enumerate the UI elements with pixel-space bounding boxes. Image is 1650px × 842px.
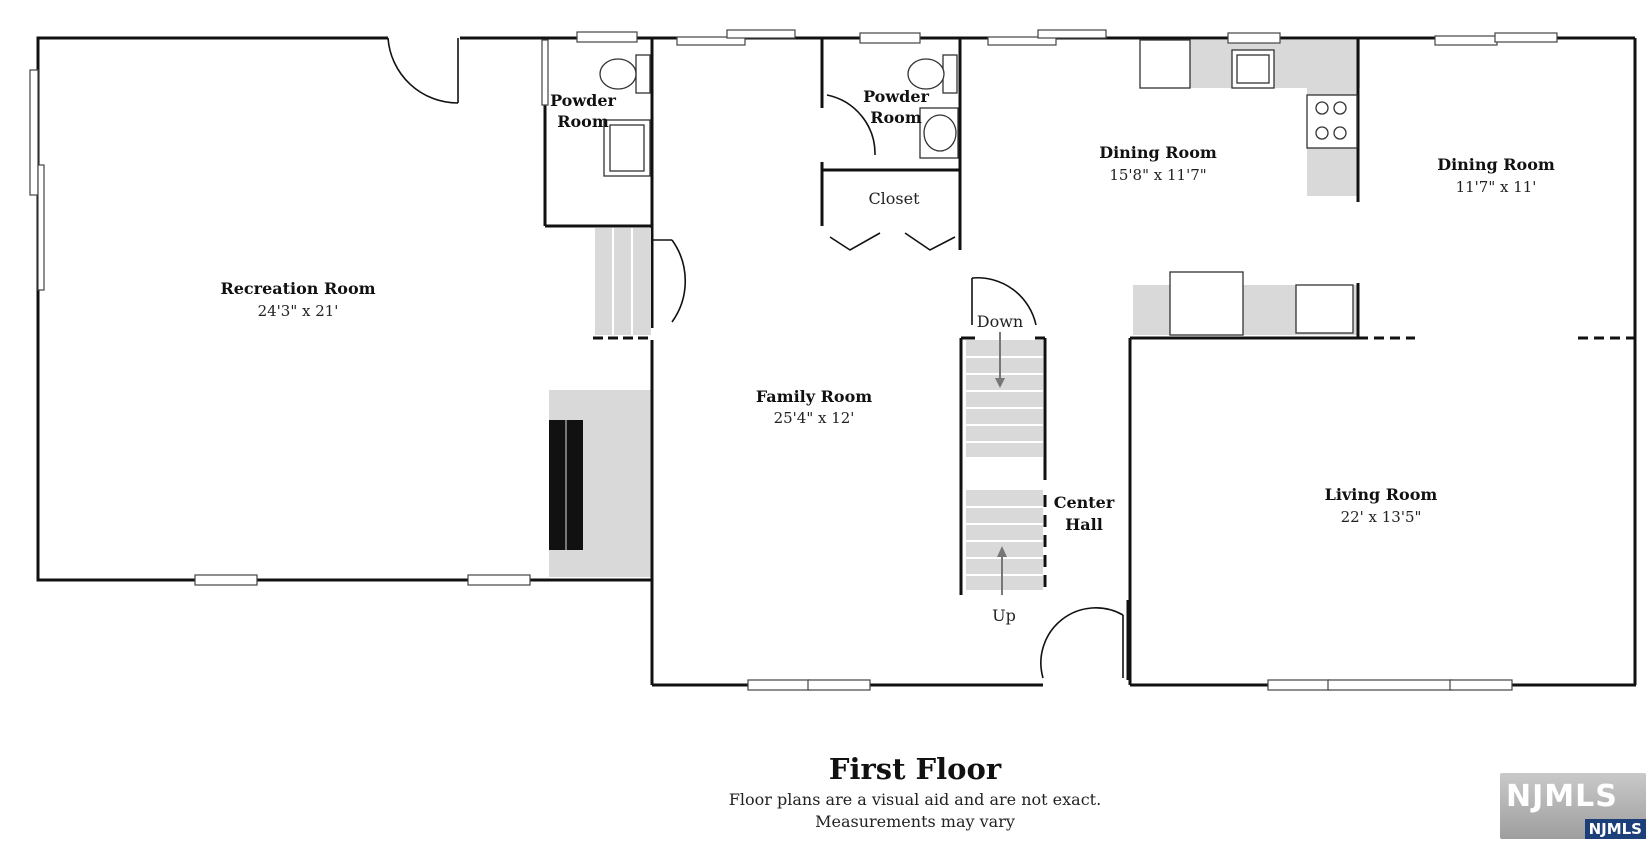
stairs-up-label: Up xyxy=(992,606,1016,625)
powder-room-right-line2: Room xyxy=(870,108,922,127)
closet-label: Closet xyxy=(868,189,920,208)
floor-title: First Floor xyxy=(828,752,1002,786)
powder-room-right-line1: Powder xyxy=(863,87,929,106)
living-room-name: Living Room xyxy=(1325,485,1438,504)
doors xyxy=(387,37,1124,679)
logo-main-text: NJMLS xyxy=(1506,779,1618,814)
room-labels: Recreation Room 24'3" x 21' Powder Room … xyxy=(220,87,1554,625)
fixtures xyxy=(549,39,1358,550)
living-room-dims: 22' x 13'5" xyxy=(1341,508,1422,526)
dining-room-right-name: Dining Room xyxy=(1437,155,1555,174)
dining-room-left-name: Dining Room xyxy=(1099,143,1217,162)
dining-room-right-dims: 11'7" x 11' xyxy=(1456,178,1537,196)
logo-badge: NJMLS xyxy=(1584,819,1646,839)
disclaimer-line1: Floor plans are a visual aid and are not… xyxy=(728,790,1102,809)
center-hall-line1: Center xyxy=(1054,493,1115,512)
powder-room-left-line1: Powder xyxy=(550,91,616,110)
njmls-logo: NJMLS NJMLS xyxy=(1500,773,1646,839)
walls xyxy=(36,36,1637,687)
disclaimer-line2: Measurements may vary xyxy=(815,812,1015,831)
center-hall-line2: Hall xyxy=(1065,515,1103,534)
family-room-name: Family Room xyxy=(756,387,872,406)
recreation-room-dims: 24'3" x 21' xyxy=(258,302,339,320)
dining-room-left-dims: 15'8" x 11'7" xyxy=(1109,166,1206,184)
down-arrow-icon xyxy=(995,378,1005,388)
stairs-down-label: Down xyxy=(977,312,1023,331)
up-arrow-icon xyxy=(997,546,1007,557)
recreation-room-name: Recreation Room xyxy=(220,279,375,298)
windows xyxy=(29,29,1558,691)
powder-room-left-line2: Room xyxy=(557,112,609,131)
family-room-dims: 25'4" x 12' xyxy=(774,409,855,427)
stairs xyxy=(595,228,1043,595)
